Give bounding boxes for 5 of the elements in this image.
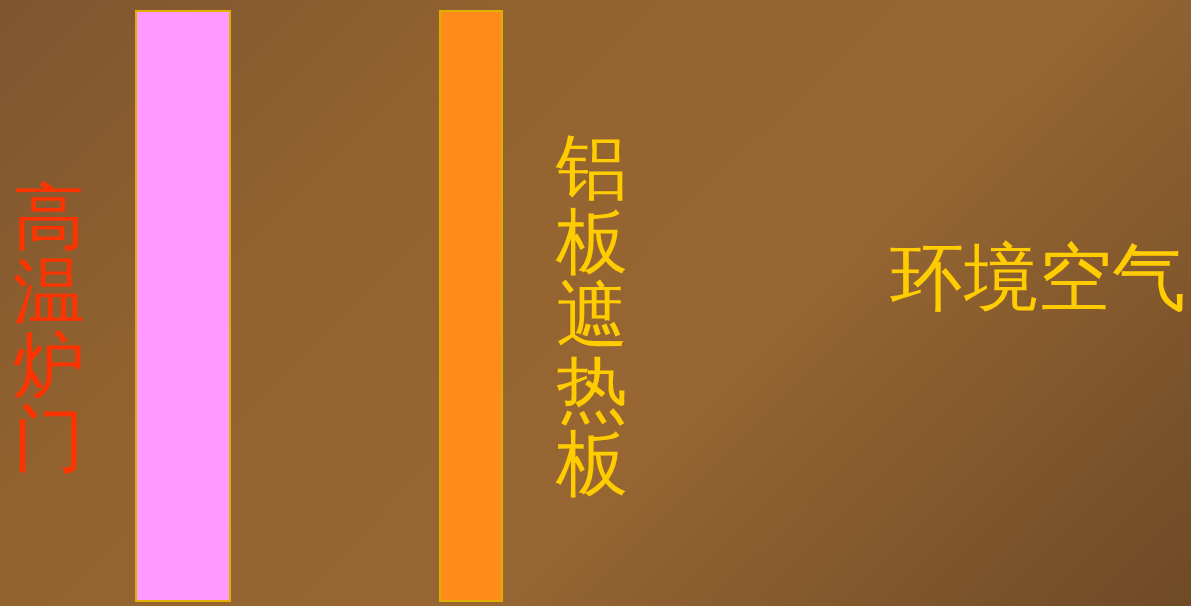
vertical-label: 高温炉门 bbox=[12, 180, 86, 476]
panel-bar bbox=[439, 10, 503, 602]
area-label: 环境空气 bbox=[890, 240, 1186, 314]
panel-bar bbox=[135, 10, 231, 602]
vertical-label: 铝板遮热板 bbox=[555, 130, 629, 500]
